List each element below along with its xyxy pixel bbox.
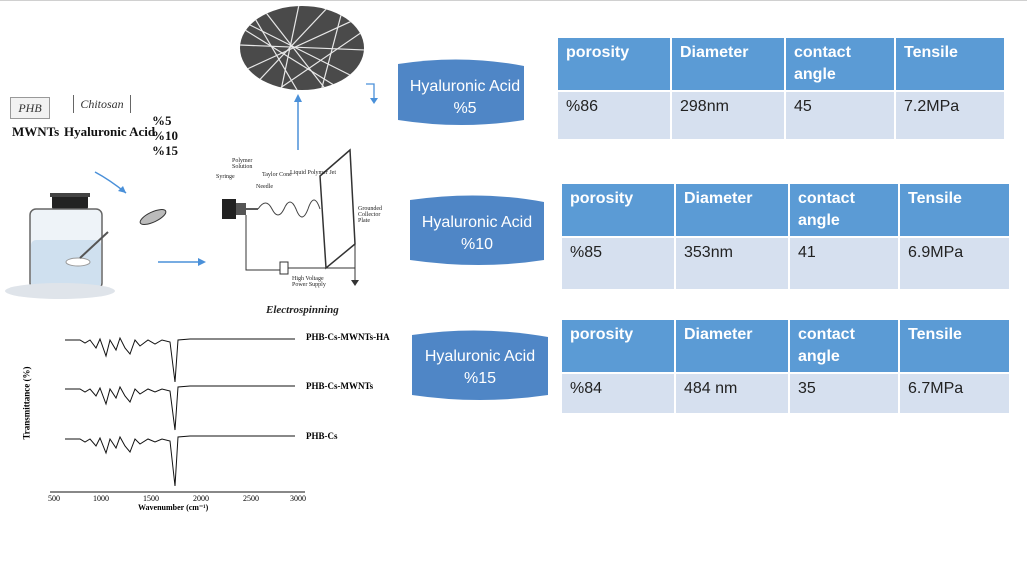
table-header-cell: Tensile	[899, 320, 1011, 374]
power-supply	[279, 261, 289, 275]
ftir-tick-2500: 2500	[243, 494, 259, 503]
ftir-tick-1500: 1500	[143, 494, 159, 503]
ftir-tick-2000: 2000	[193, 494, 209, 503]
arrow-sem-out	[366, 83, 375, 100]
percent-10: %10	[152, 128, 178, 143]
ftir-chart	[50, 336, 305, 493]
table-cell: 35	[789, 373, 900, 413]
syringe-icon	[222, 199, 236, 219]
callout-2-label: Hyaluronic Acid %10	[421, 214, 533, 253]
table-cell: 6.7MPa	[899, 373, 1011, 413]
table-cell: 7.2MPa	[895, 91, 1006, 139]
ftir-label-series-1: PHB-Cs-MWNTs-HA	[306, 332, 390, 342]
table-header-cell: Tensile	[899, 184, 1011, 238]
callout-1-label: Hyaluronic Acid %5	[409, 78, 521, 117]
circuit-wire	[245, 215, 280, 271]
ftir-x-label: Wavenumber (cm⁻¹)	[138, 503, 209, 512]
setup-label-syringe: Syringe	[216, 174, 235, 180]
setup-label-hv: High Voltage Power Supply	[292, 276, 326, 288]
properties-table-3: porosity Diameter contact angle Tensile …	[562, 320, 1011, 413]
table-row: %86 298nm 45 7.2MPa	[558, 91, 1006, 139]
table-cell: %86	[558, 91, 672, 139]
setup-label-needle: Needle	[256, 184, 273, 190]
ftir-tick-500: 500	[48, 494, 60, 503]
setup-label-polymer: Polymer Solution	[232, 158, 253, 170]
table-cell: 41	[789, 237, 900, 289]
table-header-cell: contact angle	[789, 320, 900, 374]
setup-label-collector: Grounded Collector Plate	[358, 206, 382, 224]
setup-label-jet: Liquid Polymer Jet	[290, 170, 336, 176]
table-header-cell: porosity	[558, 38, 672, 92]
properties-table-1: porosity Diameter contact angle Tensile …	[558, 38, 1006, 139]
collector-plate	[319, 148, 356, 270]
table-header-row: porosity Diameter contact angle Tensile	[558, 38, 1006, 92]
callout-shapes	[398, 59, 548, 400]
jet-icon	[257, 199, 321, 218]
table-cell: 353nm	[675, 237, 790, 289]
callout-1-shape	[398, 59, 524, 125]
ftir-y-label: Transmittance (%)	[21, 366, 32, 440]
setup-label-taylor: Taylor Cone	[262, 172, 292, 178]
powder-icon	[139, 209, 167, 225]
label-mwnts: MWNTs	[12, 124, 60, 139]
table-header-cell: Diameter	[671, 38, 786, 92]
table-cell: 6.9MPa	[899, 237, 1011, 289]
table-header-cell: contact angle	[785, 38, 896, 92]
percent-15: %15	[152, 143, 178, 158]
table-header-cell: contact angle	[789, 184, 900, 238]
table-cell: 484 nm	[675, 373, 790, 413]
ftir-series-2	[65, 385, 295, 431]
table-row: %84 484 nm 35 6.7MPa	[562, 373, 1011, 413]
ftir-series-3	[65, 435, 295, 487]
properties-table-2: porosity Diameter contact angle Tensile …	[562, 184, 1011, 289]
top-divider	[0, 0, 1027, 1]
electrospinning-caption: Electrospinning	[266, 304, 339, 316]
table-header-row: porosity Diameter contact angle Tensile	[562, 320, 1011, 374]
table-cell: %85	[562, 237, 676, 289]
ftir-label-series-2: PHB-Cs-MWNTs	[306, 381, 374, 391]
table-cell: %84	[562, 373, 676, 413]
table-cell: 298nm	[671, 91, 786, 139]
table-row: %85 353nm 41 6.9MPa	[562, 237, 1011, 289]
chip-chitosan: Chitosan	[73, 95, 131, 113]
table-header-cell: porosity	[562, 320, 676, 374]
chip-phb: PHB	[10, 97, 50, 119]
table-header-row: porosity Diameter contact angle Tensile	[562, 184, 1011, 238]
percent-5: %5	[152, 113, 172, 128]
table-cell: 45	[785, 91, 896, 139]
stir-bar	[65, 257, 91, 267]
ftir-tick-1000: 1000	[93, 494, 109, 503]
process-illustration	[5, 6, 378, 299]
label-hyaluronic: Hyaluronic Acid	[64, 124, 156, 139]
table-header-cell: Tensile	[895, 38, 1006, 92]
table-header-cell: porosity	[562, 184, 676, 238]
callout-2-shape	[410, 195, 544, 265]
callout-3-shape	[412, 330, 548, 400]
table-header-cell: Diameter	[675, 184, 790, 238]
jar-cap	[52, 195, 88, 209]
callout-3-label: Hyaluronic Acid %15	[424, 348, 536, 387]
ftir-tick-3000: 3000	[290, 494, 306, 503]
arrow-to-jar-head	[118, 186, 126, 193]
ftir-series-1	[65, 336, 295, 383]
ftir-label-series-3: PHB-Cs	[306, 431, 338, 441]
table-header-cell: Diameter	[675, 320, 790, 374]
